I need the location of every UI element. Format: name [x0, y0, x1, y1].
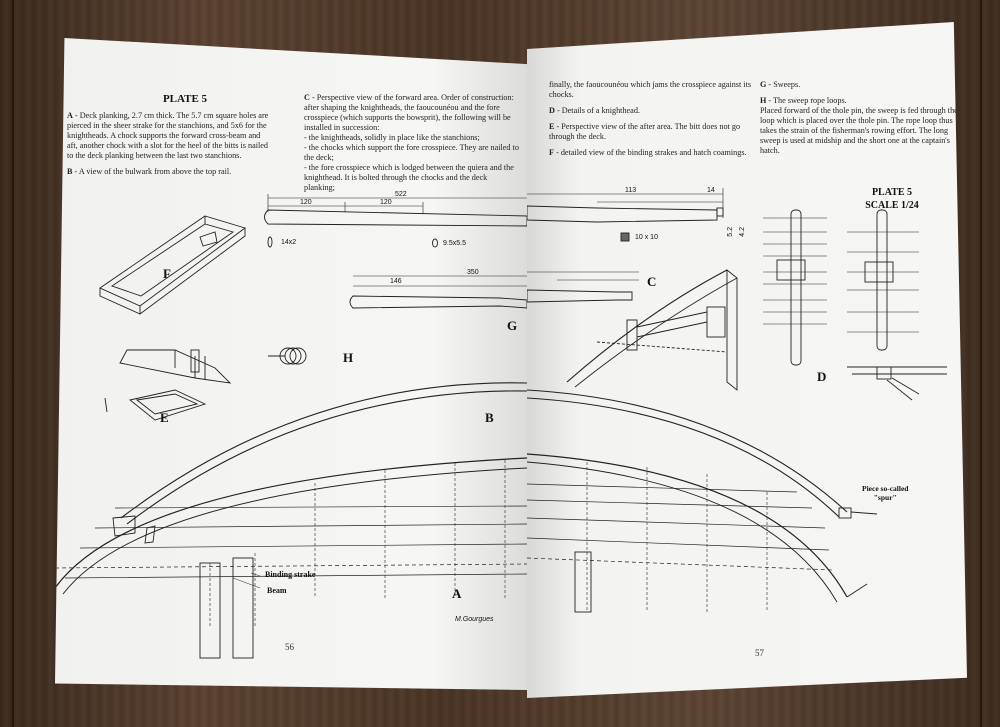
desc-d: - Details of a knighthead. [554, 106, 640, 115]
dim-label: 522 [395, 191, 407, 198]
page-number: 57 [755, 648, 764, 658]
short-sweep-drawing [349, 295, 527, 309]
short-sweep-drawing [527, 289, 633, 303]
figure-label-g: G [507, 318, 518, 333]
list-item: - the chocks which support the fore cros… [304, 143, 519, 162]
continued-text: finally, the faoucounéou which jams the … [549, 80, 752, 99]
text-column-1: finally, the faoucounéou which jams the … [549, 80, 754, 164]
plate-title: PLATE 5 [871, 187, 913, 198]
dim-label: 10 x 10 [635, 234, 658, 241]
key-h: H [760, 96, 767, 105]
desc-e: - Perspective view of the after area. Th… [549, 122, 741, 141]
desc-h: - The sweep rope loops. [766, 96, 847, 105]
callout-spur-line1: Piece so-called [862, 484, 909, 493]
bulwark-curve-b [120, 382, 527, 519]
right-drawings [527, 188, 947, 613]
hull-outline-a [55, 457, 527, 589]
page-number: 56 [285, 642, 294, 652]
dim-label: 9.5x5.5 [443, 240, 466, 247]
callout-beam: Beam [267, 586, 287, 595]
desc-c: - Perspective view of the forward area. … [304, 93, 514, 132]
key-e: E [549, 122, 555, 131]
desc-f: - detailed view of the binding strakes a… [554, 148, 747, 157]
table-seam [980, 0, 982, 727]
desc-b: - A view of the bulwark from above the t… [72, 167, 232, 176]
hull-outline-a [527, 453, 848, 598]
figure-label-f: F [163, 266, 171, 281]
figure-label-c: C [647, 274, 657, 289]
section-oval-icon [267, 236, 273, 248]
figure-label-d: D [817, 369, 827, 384]
bulwark-curve-b [527, 389, 848, 513]
plate-title: PLATE 5 [162, 93, 208, 105]
long-sweep-drawing [264, 209, 527, 227]
right-page: finally, the faoucounéou which jams the … [527, 22, 967, 698]
dim-label: 14x2 [281, 239, 297, 246]
dim-label: 113 [625, 187, 637, 194]
callout-spur-line2: "spur" [873, 493, 897, 502]
figure-label-a: A [452, 586, 462, 601]
bow-perspective-c [566, 269, 728, 383]
text-column-2: G - Sweeps. H - The sweep rope loops. Pl… [760, 80, 960, 156]
dim-label: 120 [300, 199, 312, 206]
long-sweep-drawing [527, 205, 718, 223]
list-item: - the knightheads, solidly in place like… [304, 133, 480, 142]
dim-label: 5.2 [727, 227, 734, 237]
beam-drawing [199, 562, 221, 659]
dim-label: 146 [390, 278, 402, 285]
desc-a: - Deck planking, 2.7 cm thick. The 5.7 c… [67, 111, 269, 160]
desc-g: - Sweeps. [766, 80, 801, 89]
figure-label-e: E [160, 410, 169, 425]
figure-label-h: H [343, 350, 354, 365]
text-column-1: A - Deck planking, 2.7 cm thick. The 5.7… [67, 111, 272, 183]
plate-scale: SCALE 1/24 [865, 200, 919, 211]
section-square-icon [620, 232, 630, 242]
knighthead-d [876, 209, 888, 351]
key-c: C [304, 93, 310, 102]
dim-label: 120 [380, 199, 392, 206]
list-item: - the fore crosspiece which is lodged be… [304, 163, 514, 192]
callout-spur: Piece so-called "spur" [862, 484, 908, 502]
table-seam [12, 0, 14, 727]
dim-label: 4.2 [739, 227, 746, 237]
left-drawings [55, 194, 527, 659]
dim-label: 14 [707, 187, 715, 194]
signature: M.Gourgues [455, 616, 494, 623]
callout-binding-strake: Binding strake [265, 570, 316, 579]
left-page: PLATE 5 A - Deck planking, 2.7 cm thick.… [55, 38, 527, 690]
key-b: B [67, 167, 73, 176]
section-oval-icon [432, 238, 438, 248]
key-g: G [760, 80, 767, 89]
key-f: F [549, 148, 555, 157]
key-a: A [67, 111, 73, 120]
text-column-2: C - Perspective view of the forward area… [304, 93, 519, 193]
knighthead-d [790, 209, 802, 366]
dim-label: 350 [467, 269, 479, 276]
key-d: D [549, 106, 555, 115]
desc-h-body: Placed forward of the thole pin, the swe… [760, 106, 958, 155]
figure-label-b: B [485, 410, 494, 425]
